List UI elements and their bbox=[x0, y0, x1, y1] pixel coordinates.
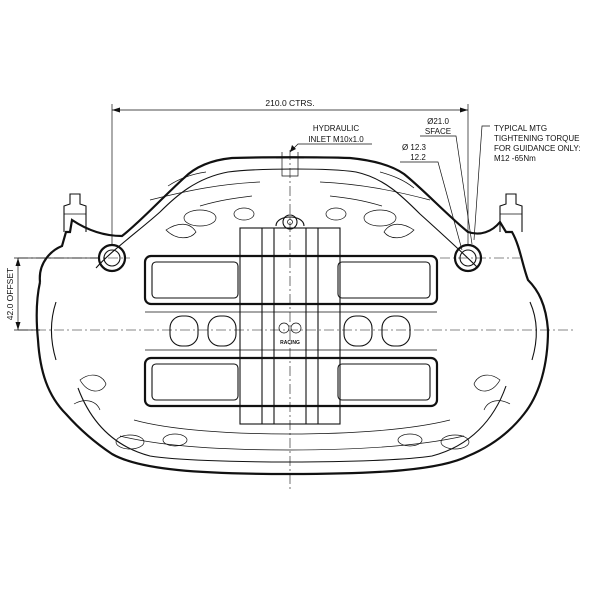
upper-contour-6 bbox=[329, 195, 383, 207]
pocket-1 bbox=[183, 209, 217, 227]
upper-contour-4 bbox=[379, 171, 415, 189]
pocket-3 bbox=[325, 207, 347, 221]
centres-dimension: 210.0 CTRS. bbox=[111, 98, 469, 244]
spotface-label-1: Ø21.0 bbox=[427, 117, 449, 126]
spotface-label-2: SFACE bbox=[425, 127, 451, 136]
torque-label-1: TYPICAL MTG bbox=[494, 124, 547, 133]
lower-pad-left bbox=[151, 363, 239, 401]
lower-contour-1 bbox=[119, 435, 465, 451]
bore-label-2: 12.2 bbox=[410, 153, 426, 162]
hydraulic-arrow bbox=[290, 145, 296, 152]
bore-label-1: Ø 12.3 bbox=[402, 143, 427, 152]
window-4 bbox=[381, 315, 411, 347]
left-side-rib bbox=[50, 301, 57, 361]
centre-bridge bbox=[239, 152, 341, 425]
lower-contour-2 bbox=[133, 419, 451, 435]
bleed-screw bbox=[282, 214, 298, 230]
pocket-9 bbox=[397, 433, 423, 447]
centres-arrow-left bbox=[112, 107, 120, 113]
ap-racing-logo: RACING bbox=[278, 322, 302, 346]
spotface-leader bbox=[420, 135, 473, 245]
pocket-7 bbox=[115, 434, 145, 450]
pocket-2 bbox=[233, 207, 255, 221]
torque-label-4: M12 -65Nm bbox=[494, 154, 536, 163]
offset-arrow-top bbox=[15, 258, 21, 266]
bridge-frame bbox=[239, 227, 341, 425]
hydraulic-label-1: HYDRAULIC bbox=[313, 124, 359, 133]
lower-pad-right bbox=[337, 363, 431, 401]
pocket-8 bbox=[162, 433, 188, 447]
offset-arrow-bottom bbox=[15, 322, 21, 330]
right-mount-hole bbox=[459, 249, 477, 267]
pocket-12 bbox=[473, 374, 501, 392]
hydraulic-leader bbox=[289, 143, 372, 153]
hydraulic-label-2: INLET M10x1.0 bbox=[308, 135, 364, 144]
upper-body-outline bbox=[38, 156, 550, 331]
lower-pad-backing bbox=[143, 356, 439, 408]
upper-pad-backing bbox=[143, 254, 439, 306]
caliper-body bbox=[35, 156, 550, 476]
upper-flange bbox=[95, 168, 479, 269]
body-pockets bbox=[73, 207, 511, 450]
pocket-4 bbox=[363, 209, 397, 227]
pocket-6 bbox=[383, 223, 415, 239]
hydraulic-note: HYDRAULIC INLET M10x1.0 bbox=[289, 124, 372, 153]
lower-body-outline bbox=[35, 281, 550, 476]
upper-pad-right bbox=[337, 261, 431, 299]
logo-text: RACING bbox=[280, 340, 300, 346]
centres-label: 210.0 CTRS. bbox=[265, 98, 314, 108]
window-1 bbox=[169, 315, 199, 347]
right-side-rib bbox=[529, 301, 537, 361]
bleed-boss bbox=[275, 216, 305, 227]
torque-leader bbox=[473, 125, 490, 241]
pocket-5 bbox=[165, 223, 197, 239]
torque-label-2: TIGHTENING TORQUE bbox=[494, 134, 580, 143]
centre-windows bbox=[145, 311, 437, 351]
window-2 bbox=[207, 315, 237, 347]
pocket-11 bbox=[79, 374, 107, 392]
left-bleed-nipple bbox=[63, 193, 87, 232]
upper-contour-5 bbox=[199, 195, 253, 207]
upper-contour-1 bbox=[149, 181, 261, 201]
pocket-14 bbox=[483, 400, 511, 411]
offset-dimension: 42.0 OFFSET bbox=[5, 257, 100, 331]
torque-label-3: FOR GUIDANCE ONLY: bbox=[494, 144, 581, 153]
torque-note: TYPICAL MTG TIGHTENING TORQUE FOR GUIDAN… bbox=[473, 124, 581, 241]
logo-circle-left bbox=[278, 322, 290, 334]
mounting-lugs bbox=[63, 193, 523, 273]
brake-pads bbox=[143, 254, 439, 408]
logo-circle-right bbox=[290, 322, 302, 334]
upper-pad-left bbox=[151, 261, 239, 299]
lower-flange bbox=[77, 385, 507, 463]
bleed-screw-centre bbox=[287, 219, 293, 225]
window-3 bbox=[343, 315, 373, 347]
bore-leader bbox=[400, 161, 463, 251]
spotface-note: Ø21.0 SFACE Ø 12.3 12.2 bbox=[400, 117, 473, 251]
pocket-10 bbox=[440, 434, 470, 450]
inlet-boss bbox=[281, 152, 299, 177]
centre-lines bbox=[18, 150, 575, 490]
right-bleed-nipple bbox=[499, 193, 523, 232]
upper-contour-2 bbox=[319, 181, 431, 201]
offset-label: 42.0 OFFSET bbox=[5, 268, 15, 320]
upper-contour-3 bbox=[167, 171, 207, 187]
left-mount-hole bbox=[103, 249, 121, 267]
pocket-13 bbox=[73, 400, 101, 411]
centres-arrow-right bbox=[460, 107, 468, 113]
right-mount-hole-outer bbox=[453, 243, 483, 273]
